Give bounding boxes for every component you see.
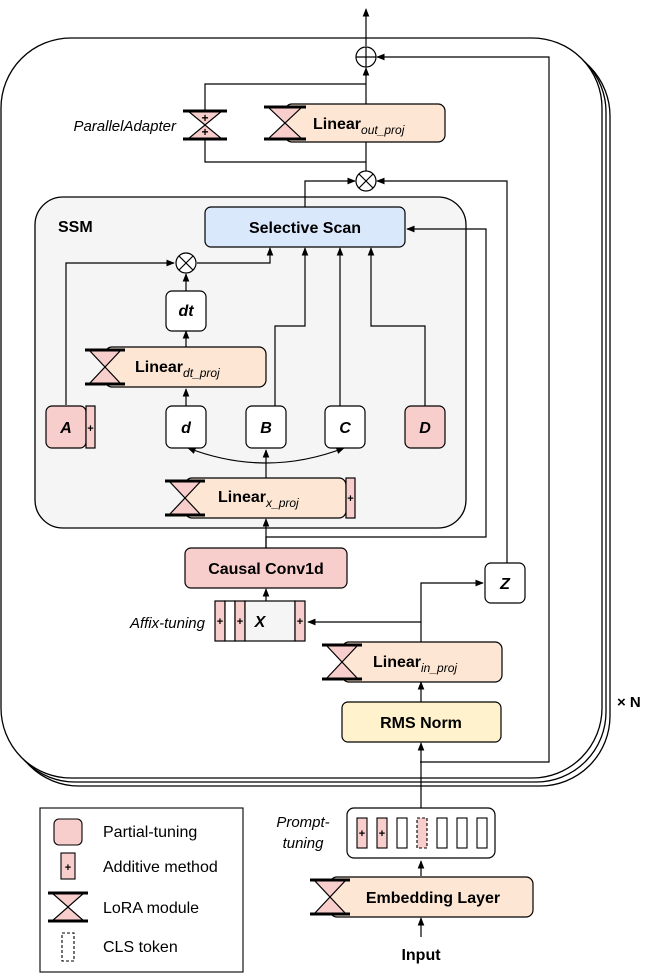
token bbox=[436, 817, 448, 849]
ssm-label: SSM bbox=[58, 219, 93, 236]
z-node: Z bbox=[484, 562, 526, 604]
svg-text:+: + bbox=[201, 111, 208, 125]
multiply-operator-dt bbox=[175, 252, 197, 274]
prompt-tuning-label-2: tuning bbox=[283, 835, 325, 852]
prompt-token: + bbox=[356, 817, 368, 849]
svg-text:LoRA module: LoRA module bbox=[103, 900, 199, 917]
d-matrix-node: D bbox=[404, 405, 446, 449]
prompt-token-sequence: + + bbox=[346, 807, 496, 859]
prompt-tuning-label: Prompt- bbox=[276, 814, 329, 831]
svg-text:+: + bbox=[201, 125, 208, 139]
causal-conv1d-block: Causal Conv1d bbox=[184, 547, 348, 589]
selective-scan-block: Selective Scan bbox=[204, 206, 406, 248]
rms-norm-block: RMS Norm bbox=[341, 701, 502, 743]
lora-icon bbox=[165, 479, 205, 517]
b-node: B bbox=[245, 405, 287, 449]
cls-token bbox=[416, 817, 428, 849]
svg-text:A: A bbox=[59, 420, 72, 437]
add-operator-output bbox=[355, 46, 377, 68]
svg-text:D: D bbox=[419, 420, 431, 437]
svg-text:Z: Z bbox=[499, 576, 511, 593]
parallel-adapter-icon: + + bbox=[183, 109, 227, 141]
lora-icon bbox=[322, 643, 362, 681]
repeat-n-label: × N bbox=[617, 694, 641, 711]
legend: Partial-tuning + Additive method LoRA mo… bbox=[39, 807, 244, 973]
d-node: d bbox=[165, 405, 207, 449]
svg-text:Causal Conv1d: Causal Conv1d bbox=[208, 561, 324, 578]
svg-text:Linearout_proj: Linearout_proj bbox=[313, 116, 405, 137]
svg-text:Lineardt_proj: Lineardt_proj bbox=[135, 359, 220, 380]
legend-lora-module: LoRA module bbox=[48, 891, 199, 923]
svg-text:+: + bbox=[297, 616, 303, 628]
svg-text:Linearin_proj: Linearin_proj bbox=[373, 654, 457, 675]
svg-text:X: X bbox=[254, 614, 267, 631]
linear-dt-proj: Lineardt_proj bbox=[85, 346, 267, 388]
affix-tuning-label: Affix-tuning bbox=[129, 615, 206, 632]
svg-text:Linearx_proj: Linearx_proj bbox=[218, 489, 299, 510]
svg-text:CLS token: CLS token bbox=[103, 939, 178, 956]
lora-icon bbox=[85, 348, 125, 386]
multiply-operator-gate bbox=[355, 170, 377, 192]
legend-cls-token: CLS token bbox=[61, 932, 178, 962]
svg-text:C: C bbox=[339, 420, 351, 437]
input-label: Input bbox=[401, 947, 441, 964]
svg-text:RMS Norm: RMS Norm bbox=[380, 715, 462, 732]
linear-in-proj: Linearin_proj bbox=[322, 641, 503, 683]
lora-icon bbox=[264, 105, 306, 141]
svg-text:+: + bbox=[379, 828, 385, 840]
svg-text:+: + bbox=[87, 423, 93, 435]
linear-out-proj: Linearout_proj bbox=[264, 103, 446, 143]
svg-text:+: + bbox=[347, 493, 353, 505]
legend-additive-method: + Additive method bbox=[60, 852, 218, 880]
c-node: C bbox=[324, 405, 366, 449]
parallel-adapter-label: ParallelAdapter bbox=[73, 118, 177, 135]
token bbox=[476, 817, 488, 849]
connectors bbox=[65, 8, 550, 937]
legend-partial-tuning: Partial-tuning bbox=[53, 818, 197, 846]
svg-text:+: + bbox=[359, 828, 365, 840]
svg-text:+: + bbox=[237, 616, 243, 628]
x-tensor: + + + X bbox=[214, 600, 306, 642]
svg-text:d: d bbox=[181, 420, 192, 437]
svg-text:Embedding Layer: Embedding Layer bbox=[366, 890, 500, 907]
prompt-token: + bbox=[376, 817, 388, 849]
svg-text:B: B bbox=[260, 420, 272, 437]
a-matrix-node: + A bbox=[45, 405, 96, 449]
lora-icon bbox=[310, 878, 350, 916]
embedding-layer-block: Embedding Layer bbox=[310, 876, 534, 918]
dt-node: dt bbox=[165, 290, 207, 332]
svg-text:+: + bbox=[217, 616, 223, 628]
linear-x-proj: + Linearx_proj bbox=[165, 477, 356, 519]
svg-text:dt: dt bbox=[178, 303, 194, 320]
token bbox=[456, 817, 468, 849]
svg-text:Additive method: Additive method bbox=[103, 859, 218, 876]
svg-text:Selective Scan: Selective Scan bbox=[249, 220, 361, 237]
svg-text:Partial-tuning: Partial-tuning bbox=[103, 824, 197, 841]
svg-text:+: + bbox=[65, 862, 71, 874]
token bbox=[396, 817, 408, 849]
